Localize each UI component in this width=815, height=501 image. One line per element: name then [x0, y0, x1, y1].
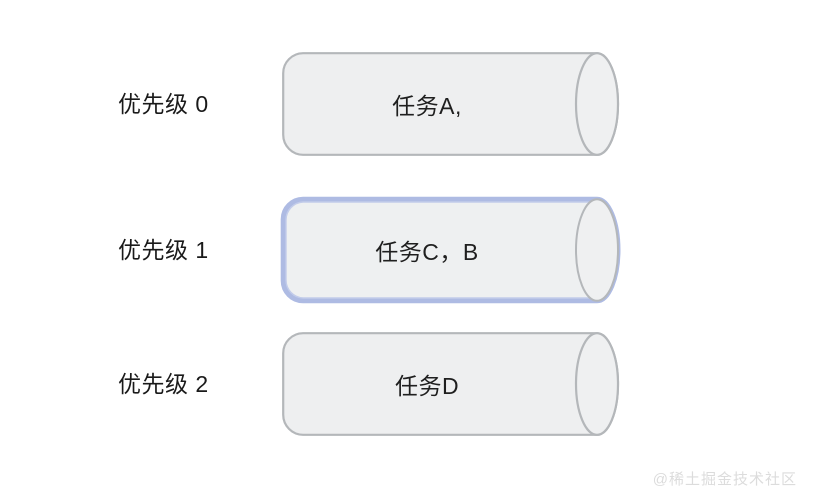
- queue-text-0: 任务A,: [392, 93, 462, 119]
- cylinder-shape-highlighted-icon: [280, 196, 621, 304]
- priority-queue-row: 优先级 1 任务C，B: [0, 196, 815, 304]
- queue-text-1: 任务C，B: [375, 239, 479, 265]
- priority-queue-row: 优先级 2 任务D: [0, 332, 815, 436]
- queue-cylinder-2[interactable]: 任务D: [282, 332, 620, 436]
- watermark: @稀土掘金技术社区: [652, 471, 797, 488]
- priority-queue-row: 优先级 0 任务A,: [0, 52, 815, 156]
- priority-label-1: 优先级 1: [118, 237, 209, 263]
- queue-cylinder-0[interactable]: 任务A,: [282, 52, 620, 156]
- priority-label-0: 优先级 0: [118, 91, 209, 117]
- queue-cylinder-1[interactable]: 任务C，B: [280, 196, 621, 304]
- cylinder-shape-icon: [282, 332, 620, 436]
- queue-text-2: 任务D: [394, 373, 460, 399]
- cylinder-shape-icon: [282, 52, 620, 156]
- priority-label-2: 优先级 2: [118, 371, 209, 397]
